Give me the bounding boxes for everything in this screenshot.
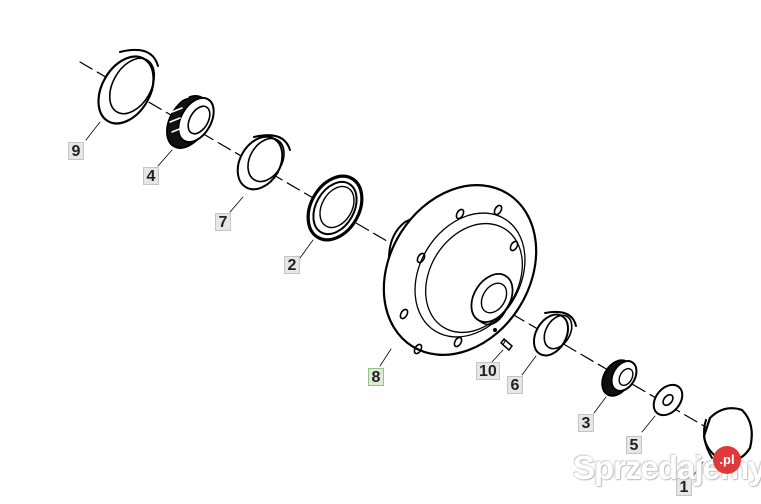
callout-9[interactable]: 9	[68, 142, 84, 160]
part-2-oil-seal[interactable]	[297, 167, 373, 250]
part-5-washer[interactable]	[648, 379, 688, 420]
watermark-badge: .pl	[713, 446, 741, 474]
callout-7[interactable]: 7	[215, 213, 231, 231]
callout-4[interactable]: 4	[143, 167, 159, 185]
part-1-hub-cap[interactable]	[702, 407, 753, 462]
callout-10[interactable]: 10	[476, 362, 500, 380]
callout-8[interactable]: 8	[368, 368, 384, 386]
part-7-bearing-cup[interactable]	[229, 129, 292, 197]
callout-3[interactable]: 3	[578, 414, 594, 432]
callout-1[interactable]: 1	[676, 478, 692, 496]
callout-5[interactable]: 5	[626, 436, 642, 454]
part-3-roller-bearing[interactable]	[596, 355, 641, 401]
callout-6[interactable]: 6	[507, 376, 523, 394]
part-10-grease-nipple[interactable]	[499, 337, 514, 352]
callout-2[interactable]: 2	[284, 256, 300, 274]
part-6-bearing-cup[interactable]	[527, 308, 577, 361]
part-9-bearing-cup[interactable]	[87, 47, 165, 133]
part-8-wheel-hub[interactable]	[353, 157, 567, 384]
part-4-roller-bearing[interactable]	[158, 89, 221, 155]
